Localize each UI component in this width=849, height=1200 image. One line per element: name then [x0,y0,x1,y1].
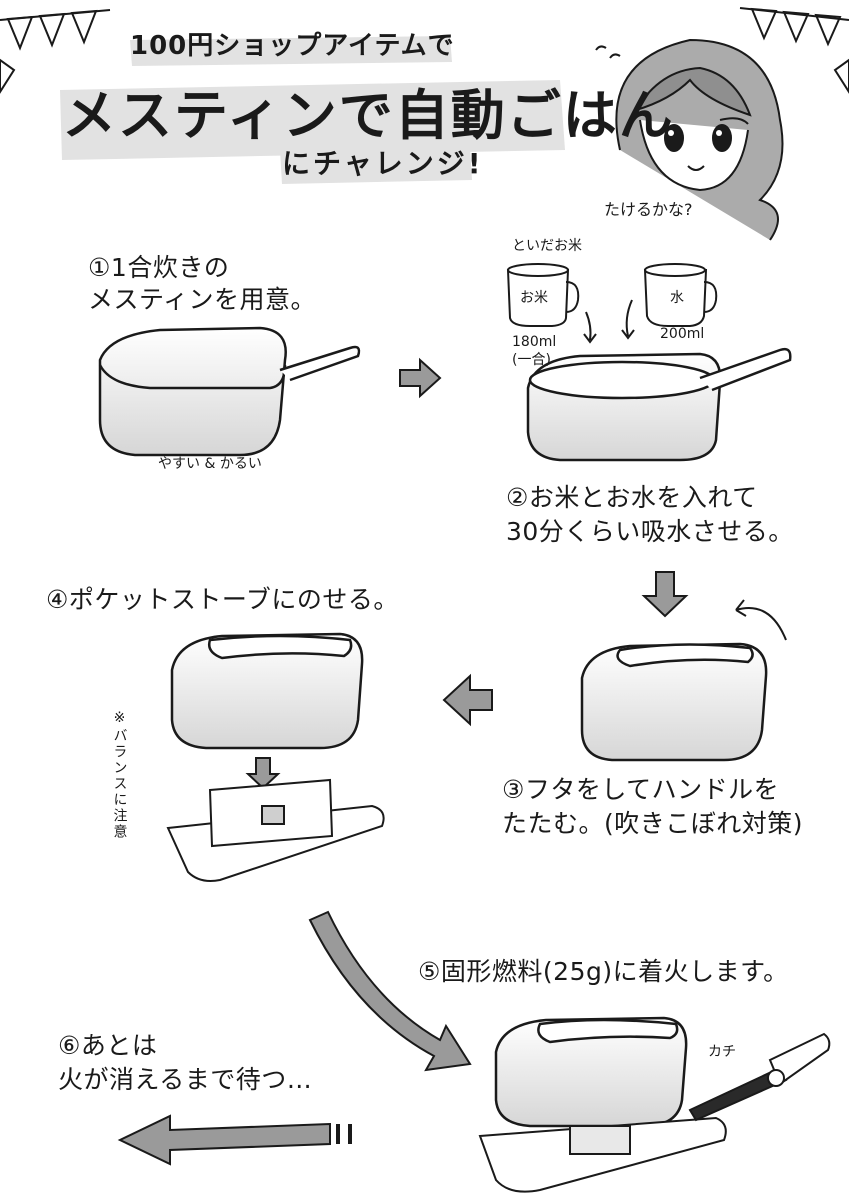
step1-line2: メスティンを用意。 [88,285,317,314]
character-speech: たけるかな? [604,200,693,219]
arrow-right-icon [399,357,442,399]
bunting-left [0,9,111,94]
lighter-icon [688,1032,831,1122]
rice-amount: 180ml [512,334,557,350]
mess-tin-step4 [170,632,364,750]
step1-line1: ①1合炊きの [88,253,230,282]
step3-line1: ③フタをしてハンドルを [502,775,780,804]
down-arrow-rice [583,311,597,344]
mess-tin-step3 [580,642,768,762]
step5-line1: ⑤固形燃料(25g)に着火します。 [418,957,789,986]
step6-line1: ⑥あとは [58,1031,158,1060]
character-girl [595,38,784,241]
title-line3: にチャレンジ! [282,147,484,180]
arrow-tail-marks [336,1124,352,1144]
step2-line2: 30分くらい吸水させる。 [506,517,794,546]
step1-note: やすい & かるい [158,456,262,472]
rice-amount-note: (一合) [512,352,551,368]
rice-cup [506,263,580,327]
mess-tin-step5 [494,1016,688,1128]
water-cup-label: 水 [670,290,684,306]
water-cup [643,263,718,327]
mess-tin-step2 [526,347,792,462]
title-line2: メスティンで自動ごはん [62,84,675,147]
lighter-sfx: カチ [708,1044,736,1060]
rotate-arrow-icon [735,599,787,641]
title-shadow [60,36,565,184]
step4-note: ※バランスに注意 [111,710,128,840]
pocket-stove [166,778,385,882]
arrow-left-icon [442,673,493,727]
step3-line2: たたむ。(吹きこぼれ対策) [502,809,804,838]
stove-step5 [478,1116,727,1193]
arrow-long-left-icon [117,1114,331,1166]
water-amount: 200ml [660,326,705,342]
step2-line1: ②お米とお水を入れて [506,483,758,512]
arrow-down-small-icon [245,757,281,790]
title-line1: 100円ショップアイテムで [130,31,455,61]
arrow-down-icon [641,571,689,618]
step4-line1: ④ポケットストーブにのせる。 [46,585,399,614]
step6-line2: 火が消えるまで待つ… [58,1065,313,1094]
down-arrow-water [621,299,635,340]
mess-tin-step1 [98,326,361,457]
bunting-right [739,7,849,94]
rice-cup-label: お米 [520,290,548,306]
rice-caption: といだお米 [512,238,582,254]
curved-arrow-icon [308,910,472,1072]
